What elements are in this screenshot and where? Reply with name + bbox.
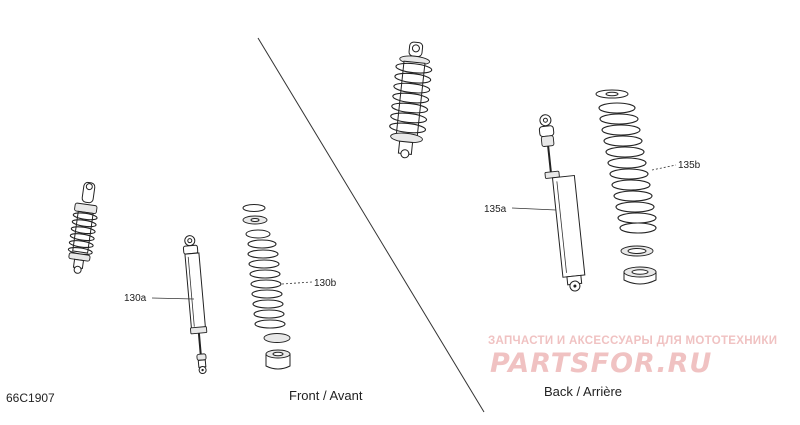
label-130a: 130a xyxy=(124,293,147,304)
front-shock-130a xyxy=(182,235,208,375)
section-divider xyxy=(257,37,485,413)
rear-shock-assembly xyxy=(389,41,433,159)
front-shock-assembly xyxy=(67,181,98,274)
leader-135b xyxy=(651,164,677,171)
back-caption: Back / Arrière xyxy=(544,384,622,399)
watermark-tagline: ЗАПЧАСТИ И АКСЕССУАРЫ ДЛЯ МОТОТЕХНИКИ xyxy=(488,335,777,347)
label-135a: 135a xyxy=(484,204,507,215)
leader-130b xyxy=(281,281,313,285)
rear-spring-135b xyxy=(595,89,657,285)
front-caption: Front / Avant xyxy=(289,388,363,403)
leader-135a xyxy=(511,207,557,211)
diagram-code: 66C1907 xyxy=(6,391,55,405)
front-spring-130b xyxy=(242,204,291,370)
label-130b: 130b xyxy=(314,278,337,289)
label-135b: 135b xyxy=(678,160,701,171)
watermark-logo: PARTSFOR.RU xyxy=(490,348,712,379)
rear-shock-135a xyxy=(538,114,586,292)
leader-130a xyxy=(151,297,195,300)
